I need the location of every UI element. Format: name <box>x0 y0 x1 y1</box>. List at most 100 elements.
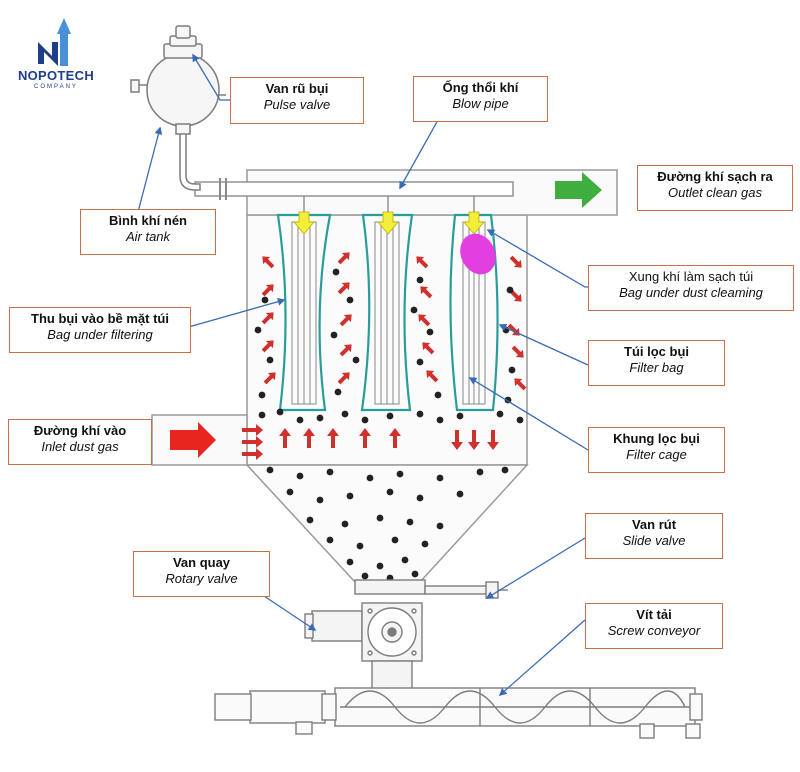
inlet-flow-arrows <box>242 424 499 460</box>
dust-particle <box>506 286 514 294</box>
dust-particle <box>496 410 504 418</box>
dust-particle <box>501 466 509 474</box>
dust-particle <box>508 366 516 374</box>
dust-particle <box>416 494 424 502</box>
dust-particle <box>421 540 429 548</box>
dust-arrow <box>426 370 439 383</box>
dust-arrow <box>511 345 524 358</box>
dust-particle <box>411 570 419 578</box>
dust-arrow <box>418 314 431 327</box>
dust-arrow <box>262 256 275 269</box>
dust-particle <box>258 411 266 419</box>
dust-particle <box>326 536 334 544</box>
dust-particle <box>386 488 394 496</box>
dust-arrow <box>514 378 527 391</box>
pulse-arrows <box>293 211 485 235</box>
dust-particle <box>326 468 334 476</box>
dust-arrow <box>337 282 350 295</box>
dust-particle <box>266 466 274 474</box>
dust-particle <box>346 492 354 500</box>
label-outlet-clean-gas: Đường khí sạch ra Outlet clean gas <box>637 165 793 211</box>
pulse-nozzles <box>303 196 475 212</box>
logo-sub: COMPANY <box>34 84 78 90</box>
dust-arrow <box>337 372 350 385</box>
dust-particle <box>401 556 409 564</box>
filter-bags <box>276 213 499 412</box>
dust-arrow <box>422 342 435 355</box>
dust-particle <box>456 412 464 420</box>
dust-particle <box>391 536 399 544</box>
dust-particle <box>306 516 314 524</box>
dust-particle <box>361 572 369 580</box>
dust-particle <box>258 391 266 399</box>
pulse-cloud <box>460 233 496 275</box>
dust-particle <box>346 558 354 566</box>
label-filter-bag: Túi lọc bụi Filter bag <box>588 340 725 386</box>
dust-particle <box>346 296 354 304</box>
rotary-valve <box>304 602 423 690</box>
dust-particle <box>436 416 444 424</box>
dust-particles <box>254 268 524 590</box>
inlet-duct <box>151 414 248 466</box>
dust-particle <box>416 410 424 418</box>
slide-valve <box>354 579 508 599</box>
label-inlet-dust-gas: Đường khí vào Inlet dust gas <box>8 419 152 465</box>
dust-particle <box>410 306 418 314</box>
label-screw-conveyor: Vít tải Screw conveyor <box>585 603 723 649</box>
dust-arrow <box>339 314 352 327</box>
dust-particle <box>341 520 349 528</box>
dust-arrow <box>261 340 274 353</box>
dust-particle <box>356 542 364 550</box>
dust-particle <box>261 296 269 304</box>
dust-particle <box>332 268 340 276</box>
dust-particle <box>434 391 442 399</box>
dust-particle <box>436 522 444 530</box>
dust-particle <box>334 388 342 396</box>
dust-particle <box>376 514 384 522</box>
dust-arrow <box>339 344 352 357</box>
dust-particle <box>406 518 414 526</box>
dust-particle <box>516 416 524 424</box>
dust-arrow <box>509 289 522 302</box>
label-slide-valve: Van rút Slide valve <box>585 513 723 559</box>
label-rotary-valve: Van quay Rotary valve <box>133 551 270 597</box>
dust-particle <box>436 474 444 482</box>
dust-arrow <box>337 252 350 265</box>
dust-particle <box>254 326 262 334</box>
dust-particle <box>330 331 338 339</box>
dust-particle <box>296 416 304 424</box>
dust-particle <box>386 412 394 420</box>
dust-particle <box>476 468 484 476</box>
dust-particle <box>366 474 374 482</box>
screw-conveyor <box>214 687 703 739</box>
dust-particle <box>276 408 284 416</box>
dust-particle <box>376 562 384 570</box>
dust-particle <box>341 410 349 418</box>
label-bag-under-filtering: Thu bụi vào bề mặt túi Bag under filteri… <box>9 307 191 353</box>
logo-mark <box>38 18 71 66</box>
dust-particle <box>316 496 324 504</box>
logo-name: NOPOTECH <box>17 68 95 83</box>
dust-particle <box>296 472 304 480</box>
dust-particle <box>352 356 360 364</box>
label-air-tank: Bình khí nén Air tank <box>80 209 216 255</box>
dust-arrow <box>261 312 274 325</box>
dust-particle <box>416 276 424 284</box>
label-blow-pipe: Ống thổi khí Blow pipe <box>413 76 548 122</box>
label-bag-under-cleaning: Xung khí làm sạch túi Bag under dust cle… <box>588 265 794 311</box>
dust-particle <box>396 470 404 478</box>
dust-particle <box>456 490 464 498</box>
outlet-arrow <box>555 172 602 208</box>
dust-particle <box>316 414 324 422</box>
dust-particle <box>426 328 434 336</box>
dust-arrow <box>263 372 276 385</box>
label-filter-cage: Khung lọc bụi Filter cage <box>588 427 725 473</box>
dust-arrow <box>416 256 429 269</box>
company-logo: NOPOTECH COMPANY <box>14 12 98 92</box>
dust-arrow <box>420 286 433 299</box>
dust-particle <box>266 356 274 364</box>
label-pulse-valve: Van rũ bụi Pulse valve <box>230 77 364 124</box>
blow-pipe <box>194 181 514 197</box>
